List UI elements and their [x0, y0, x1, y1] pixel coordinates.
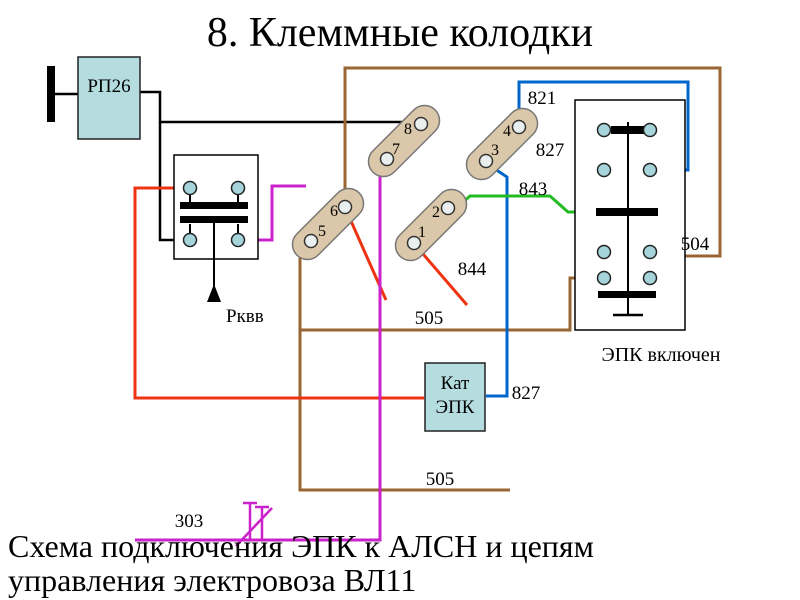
wire-red-loop: [133, 186, 424, 400]
terminal-numbers: 1 2 3 4 5 6 7 8: [318, 121, 511, 241]
terminal-6: [337, 199, 353, 215]
contact-bar: [596, 208, 658, 216]
kat-epk-coil: Кат ЭПК: [424, 362, 486, 432]
terminal-2: [440, 200, 456, 216]
terminal-1-label: 1: [418, 224, 426, 241]
terminal-contacts: [303, 116, 527, 251]
terminal-4-label: 4: [503, 123, 511, 140]
wire-504: [343, 66, 722, 258]
kat-epk-box: [424, 362, 486, 432]
terminal-6-label: 6: [330, 203, 338, 220]
terminal-block-5-6: [291, 187, 365, 261]
wire-844-label: 844: [458, 259, 487, 280]
terminal-8-label: 8: [404, 121, 412, 138]
wire-827-top-label: 827: [536, 140, 565, 161]
rp26-relay: РП26: [47, 56, 141, 140]
rp26-label: РП26: [87, 76, 130, 97]
wire-505-mid-label: 505: [415, 308, 444, 329]
terminal-block-1-2: [394, 188, 468, 262]
wire-843-label: 843: [519, 179, 548, 200]
epk-contacts: [596, 122, 658, 286]
page-title: 8. Клеммные колодки: [207, 10, 593, 56]
terminal-8: [413, 116, 429, 132]
wire-827: [486, 163, 509, 398]
rkvv-contact-block: Рквв: [173, 154, 264, 327]
caption-line2: управления электровоза ВЛ11: [8, 562, 416, 598]
caption: Схема подключения ЭПК к АЛСН и цепям упр…: [8, 528, 594, 598]
terminal-7: [379, 151, 395, 167]
epk-contact-block: ЭПК включен: [574, 99, 721, 366]
wire-504-label: 504: [681, 234, 710, 255]
terminal-7-label: 7: [392, 141, 400, 158]
terminal-2-label: 2: [432, 204, 440, 221]
caption-line1: Схема подключения ЭПК к АЛСН и цепям: [8, 528, 594, 564]
switch-303-icon: [235, 501, 273, 547]
wire-303-label: 303: [175, 511, 204, 532]
kat-epk-label-line1: Кат: [441, 373, 470, 394]
contact-bar: [180, 202, 248, 209]
epk-state-label: ЭПК включен: [602, 344, 721, 366]
terminal-3: [478, 153, 494, 169]
contact-bar: [611, 126, 644, 134]
kat-epk-label-line2: ЭПК: [436, 397, 475, 418]
wire-black-to-terminal8: [140, 90, 415, 129]
rp26-box: [77, 56, 141, 140]
contact-bar: [180, 216, 248, 223]
ground-bar-icon: [47, 66, 55, 122]
terminal-block-7-8: [367, 104, 441, 178]
rkvv-contacts: [182, 180, 246, 248]
terminal-3-label: 3: [491, 142, 499, 159]
rkvv-arrow-icon: [207, 284, 221, 302]
contact-bar: [598, 291, 656, 298]
terminal-1: [406, 235, 422, 251]
terminal-5-label: 5: [318, 223, 326, 240]
wire-827-bottom-label: 827: [512, 383, 541, 404]
wire-844: [415, 246, 469, 306]
terminal-5: [303, 233, 319, 249]
wire-number-labels: 821 827 843 844 505 504 827 505 303: [175, 88, 710, 532]
wire-821-label: 821: [528, 88, 557, 109]
terminal-4: [511, 119, 527, 135]
rkvv-label: Рквв: [226, 306, 264, 327]
wire-505-bottom-label: 505: [426, 469, 455, 490]
